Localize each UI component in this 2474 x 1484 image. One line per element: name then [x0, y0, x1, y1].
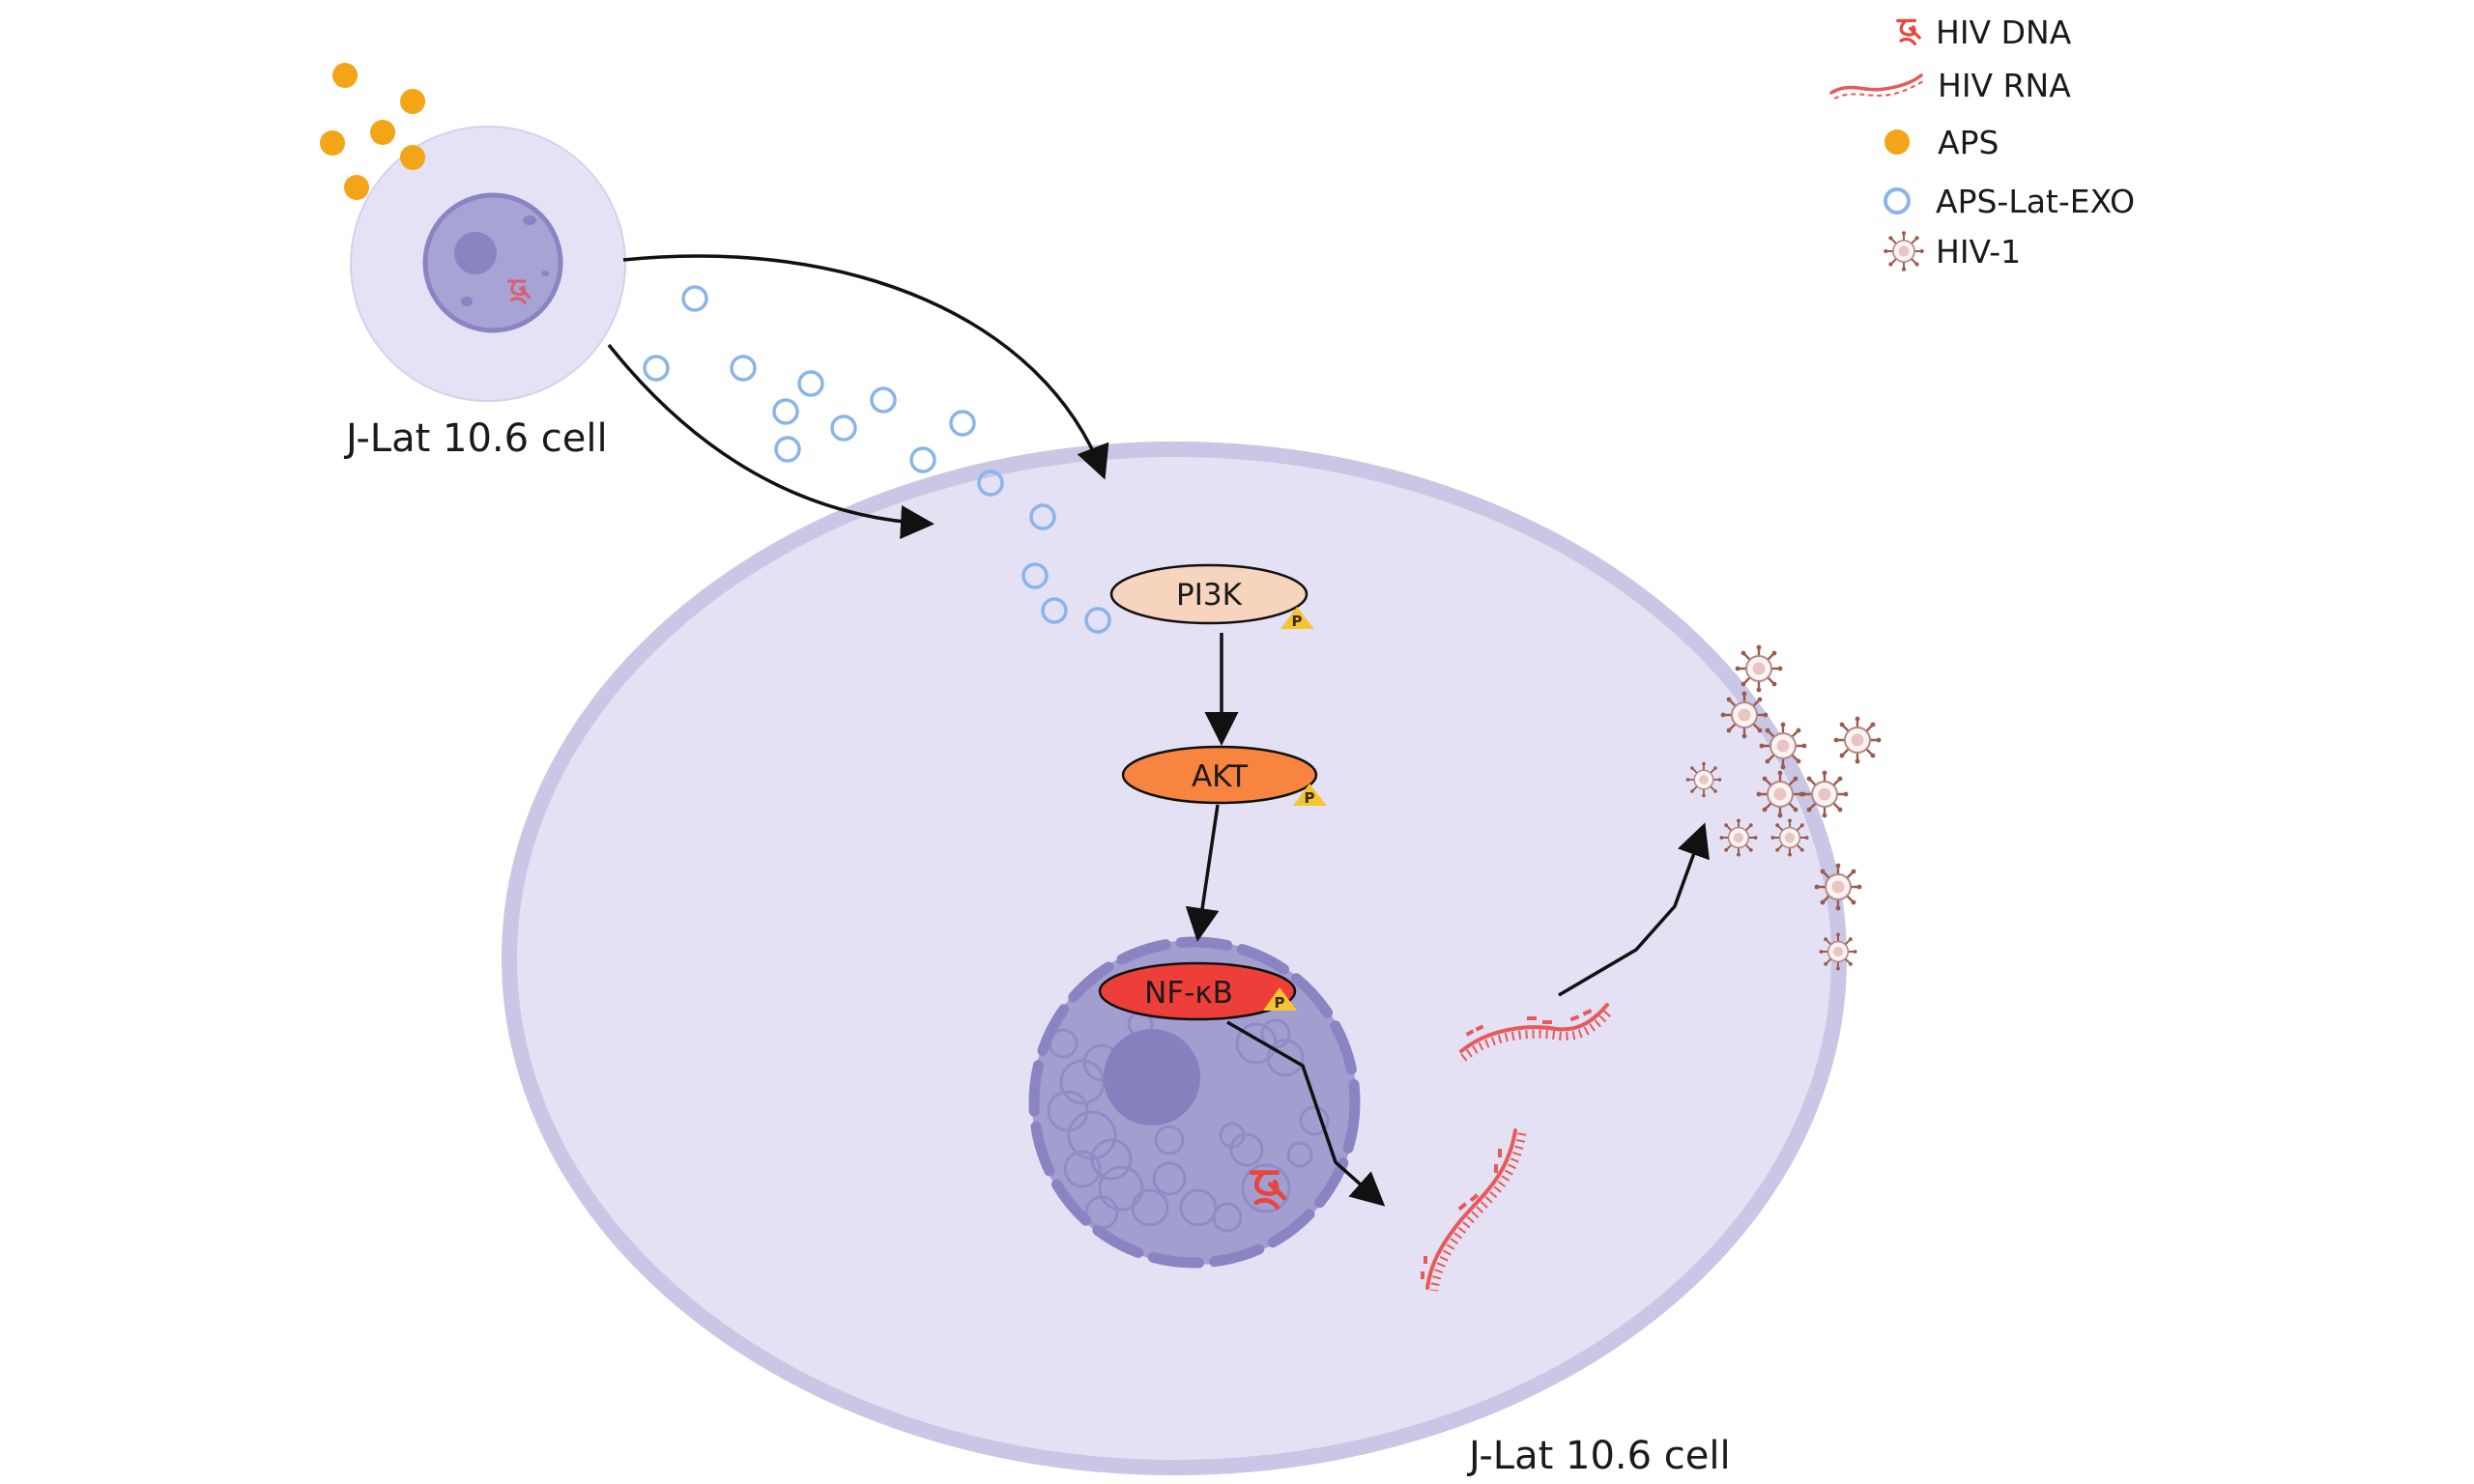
arrow-nfkb-to-transcription	[1226, 1020, 1386, 1207]
aps-particle	[344, 175, 369, 200]
legend-item-hiv-1: HIV-1	[1883, 230, 2021, 272]
hiv-1-virion	[1719, 690, 1769, 740]
phospho-badge: P	[1280, 607, 1314, 630]
exosome	[730, 355, 757, 382]
svg-text:HIV-1: HIV-1	[1936, 233, 2021, 271]
aps-particle	[370, 120, 395, 145]
hiv-1-virion	[1799, 769, 1850, 819]
hiv-rna-strand	[1459, 1003, 1613, 1062]
hiv-1-virion	[1755, 769, 1805, 819]
nucleolus	[1104, 1029, 1200, 1126]
exosome	[830, 414, 857, 442]
exosome	[870, 386, 897, 414]
node-pi3k: PI3K P	[1109, 563, 1314, 630]
akt-label: AKT	[1192, 759, 1249, 794]
virion-icon	[1883, 230, 1925, 272]
legend-item-aps-lat-exo: APS-Lat-EXO	[1884, 183, 2135, 220]
hiv-1-virion	[1818, 931, 1858, 972]
hiv-rna-strand	[1421, 1128, 1527, 1292]
svg-text:P: P	[1292, 613, 1303, 630]
exosome	[977, 470, 1004, 497]
phospho-badge: P	[1263, 987, 1297, 1012]
legend-item-aps: APS	[1884, 124, 1999, 161]
arrow-akt-to-nfkb	[1185, 804, 1220, 942]
donor-nucleus	[422, 192, 563, 333]
hiv-1-virion	[1684, 760, 1723, 799]
donor-cell	[350, 126, 626, 402]
exosome	[774, 436, 801, 463]
aps-particles	[320, 63, 425, 200]
aps-dot-icon	[1884, 129, 1910, 155]
aps-particle	[400, 89, 425, 114]
aps-particle	[332, 63, 358, 88]
legend-item-hiv-rna: HIV RNA	[1829, 67, 2071, 104]
exosome	[681, 285, 708, 312]
hiv-1-virion	[1718, 817, 1759, 858]
pi3k-label: PI3K	[1176, 578, 1243, 613]
exosome	[1084, 607, 1111, 634]
exosome	[1029, 503, 1056, 530]
svg-text:P: P	[1275, 994, 1285, 1012]
aps-particle	[400, 145, 425, 170]
exosome	[1021, 562, 1049, 589]
chromatin	[1047, 1011, 1330, 1233]
aps-particle	[320, 130, 345, 156]
exosome-uptake-arrow-upper	[622, 254, 1109, 480]
donor-cell-label: J-Lat 10.6 cell	[343, 416, 608, 461]
svg-text:APS-Lat-EXO: APS-Lat-EXO	[1936, 183, 2135, 220]
legend: HIV DNA HIV RNA APS APS-Lat-EXO HIV-1	[1829, 14, 2135, 272]
arrow-rna-to-virion-release	[1558, 822, 1710, 997]
svg-text:HIV RNA: HIV RNA	[1938, 67, 2071, 104]
exosome	[772, 398, 799, 425]
exosome	[1041, 597, 1068, 624]
exosome	[643, 355, 670, 382]
hiv-dna-icon	[1896, 18, 1921, 46]
nuclear-envelope	[1028, 936, 1361, 1269]
svg-text:HIV DNA: HIV DNA	[1936, 14, 2072, 51]
recipient-cell-label: J-Lat 10.6 cell	[1466, 1434, 1731, 1478]
exosomes	[643, 285, 1111, 634]
nfkb-label: NF-κB	[1144, 976, 1233, 1011]
hiv-1-virion	[1758, 721, 1808, 771]
exosome	[909, 446, 936, 473]
node-akt: AKT P	[1121, 745, 1327, 807]
hiv-1-virion	[1769, 817, 1810, 858]
node-nfkb: NF-κB P	[1098, 961, 1297, 1021]
hiv-1-virion	[1813, 862, 1863, 912]
legend-item-hiv-dna: HIV DNA	[1896, 14, 2072, 51]
exosome-ring-icon	[1884, 187, 1911, 214]
hiv-1-virion	[1734, 643, 1784, 694]
hiv-1-virion	[1832, 715, 1883, 765]
exosome	[797, 370, 824, 397]
svg-text:P: P	[1305, 789, 1315, 807]
phospho-badge: P	[1293, 784, 1327, 807]
exosome-uptake-arrow-lower	[607, 343, 935, 539]
exosome	[949, 410, 976, 437]
recipient-nucleus	[1028, 936, 1361, 1269]
svg-text:APS: APS	[1938, 124, 1999, 161]
donor-nucleolus	[454, 232, 497, 274]
hiv-rna-icon	[1829, 73, 1924, 100]
